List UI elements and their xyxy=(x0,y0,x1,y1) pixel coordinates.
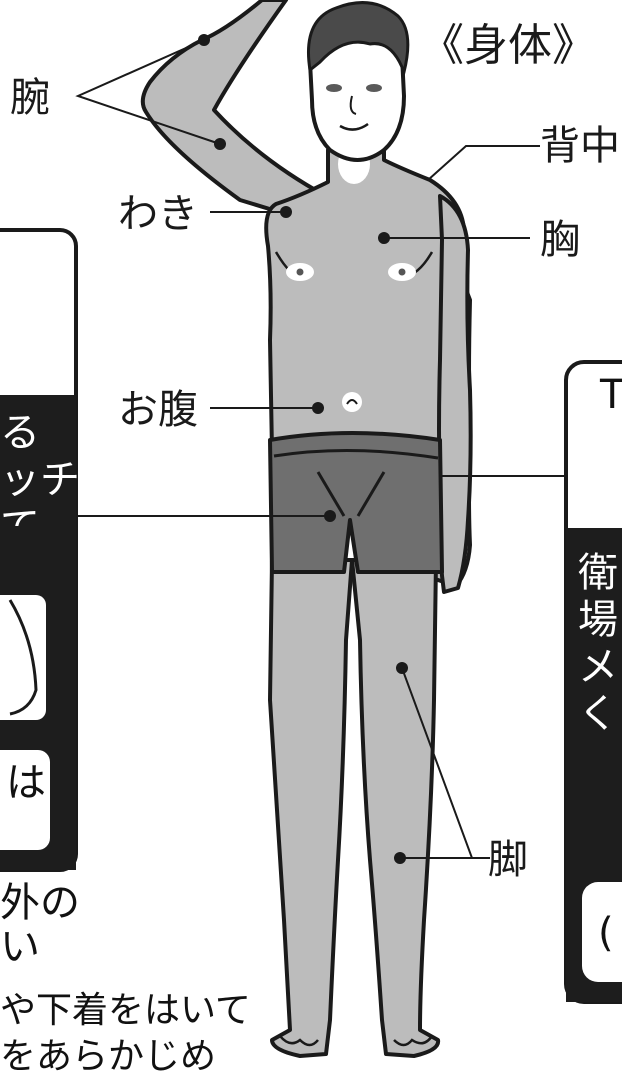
head xyxy=(307,1,410,162)
left-info-panel xyxy=(0,228,78,872)
right-info-panel xyxy=(564,360,622,1004)
left-panel-footer-2: い xyxy=(0,924,40,970)
anchor-dots xyxy=(198,34,408,864)
left-panel-footer-1: 外の xyxy=(0,880,80,926)
label-back: 背中 xyxy=(540,123,620,169)
left-panel-bottom-1: や下着をはいて xyxy=(0,990,251,1031)
label-belly: お腹 xyxy=(118,387,198,433)
left-panel-bottom-2: をあらかじめ xyxy=(0,1036,217,1077)
left-panel-bubble-text: は xyxy=(6,760,46,806)
label-leg: 脚 xyxy=(488,837,528,883)
label-armpit: わき xyxy=(118,191,198,237)
right-panel-line-2: 場 xyxy=(578,597,618,643)
right-panel-top-char: T xyxy=(600,372,622,418)
right-panel-box xyxy=(582,882,622,982)
left-panel-illustration-line xyxy=(8,599,38,716)
left-panel-line-2: ッチ xyxy=(0,457,80,503)
label-chest: 胸 xyxy=(540,217,580,263)
legs xyxy=(268,558,441,1058)
hair xyxy=(307,1,410,78)
navel xyxy=(342,392,362,412)
right-panel-line-3: メ xyxy=(578,644,618,690)
right-panel-line-4: く xyxy=(578,691,618,737)
diagram-title: 《身体》 xyxy=(420,20,596,71)
right-panel-bottom-glyph: ( xyxy=(598,910,614,956)
label-arm: 腕 xyxy=(10,75,50,121)
left-panel-line-1: る xyxy=(0,410,40,456)
leader-lines xyxy=(75,39,566,859)
shorts xyxy=(268,431,444,574)
right-panel-line-1: 衛 xyxy=(578,550,618,596)
left-panel-line-3: て xyxy=(0,504,40,526)
left-panel-illustration-box xyxy=(0,595,46,720)
raised-arm xyxy=(140,0,328,216)
left-panel-bubble xyxy=(0,750,50,850)
